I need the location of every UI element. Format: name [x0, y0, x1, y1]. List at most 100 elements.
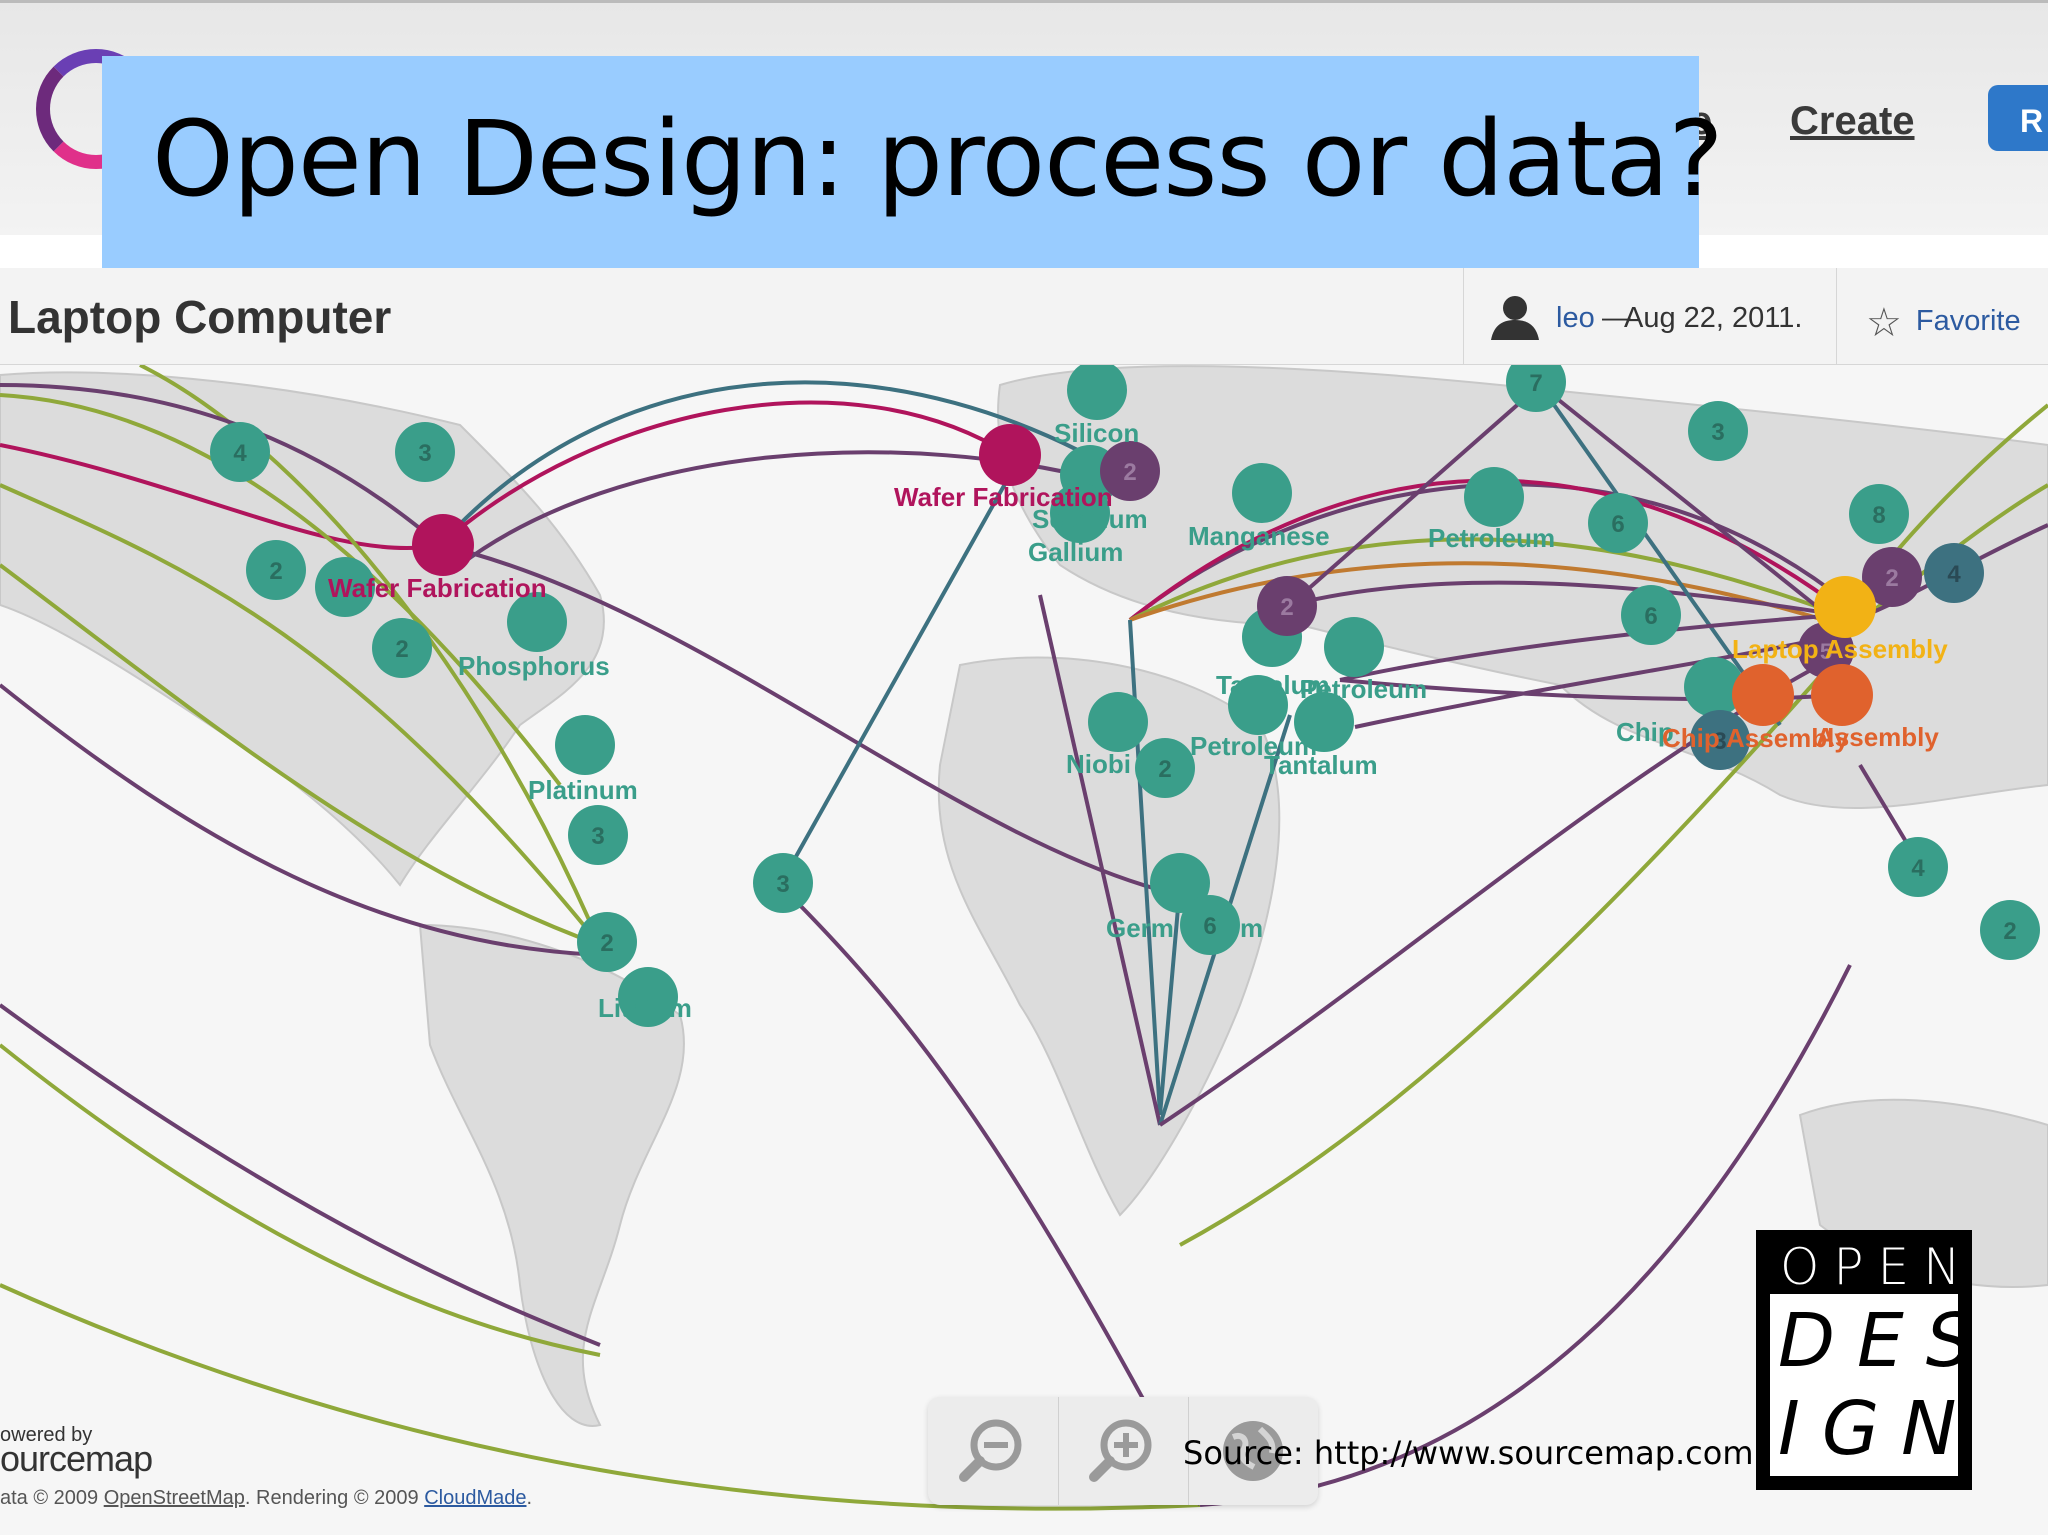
supply-chain-map[interactable]: 4 3 2 2 3 3 2 2 2 2 6 7 3 6 6 8 2 4 5 3 …: [0, 365, 2048, 1535]
route: [1128, 482, 1852, 622]
node-count: 3: [568, 805, 628, 865]
favorite-button[interactable]: ☆ Favorite: [1866, 294, 2021, 345]
svg-text:3: 3: [776, 871, 789, 898]
svg-text:Petroleum: Petroleum: [1300, 674, 1427, 704]
svg-text:6: 6: [1611, 511, 1624, 538]
node-count: 2: [1862, 547, 1922, 607]
logo-word-open: OPEN: [1780, 1238, 1975, 1296]
node-count: 4: [210, 422, 270, 482]
map-attribution: ata © 2009 OpenStreetMap. Rendering © 20…: [0, 1487, 532, 1510]
svg-text:Manganese: Manganese: [1188, 521, 1330, 551]
svg-text:6: 6: [1644, 603, 1657, 630]
svg-text:2: 2: [2003, 918, 2016, 945]
svg-text:2: 2: [269, 558, 282, 585]
route: [1538, 383, 1842, 627]
cloudmade-link[interactable]: CloudMade: [424, 1487, 527, 1509]
node-count: 3: [395, 422, 455, 482]
node-count: 2: [1100, 441, 1160, 501]
route: [778, 474, 1012, 886]
landmass: [0, 365, 2048, 1427]
wafer-node: [412, 514, 474, 576]
zoom-out-icon: [959, 1419, 1022, 1482]
slide-title: Open Design: process or data?: [152, 98, 1724, 220]
star-icon: ☆: [1866, 301, 1902, 345]
svg-text:Platinum: Platinum: [528, 775, 638, 805]
node-count: 2: [1257, 576, 1317, 636]
route: [0, 393, 562, 787]
node-count: 7: [1506, 365, 1566, 412]
map-node: [315, 557, 375, 617]
route: [0, 683, 601, 957]
sourcemap-logo[interactable]: ourcemap: [0, 1438, 153, 1479]
svg-text:Petroleum: Petroleum: [1190, 731, 1317, 761]
map-node: [1050, 483, 1110, 543]
globe-button[interactable]: [1188, 1397, 1318, 1505]
map-node: [1684, 657, 1744, 717]
svg-text:2: 2: [395, 636, 408, 663]
zoom-in-button[interactable]: [1058, 1397, 1189, 1505]
route: [1129, 537, 1841, 622]
route: [1199, 964, 1852, 1507]
nav-link-create[interactable]: Create: [1790, 99, 1915, 143]
map-header: Laptop Computer leo — Aug 22, 2011. ☆Fav…: [0, 268, 2048, 365]
svg-text:Wafer Fabrication: Wafer Fabrication: [894, 482, 1113, 512]
map-controls: [928, 1397, 1318, 1505]
svg-text:5: 5: [1820, 639, 1832, 664]
svg-text:Germ: Germ: [1106, 913, 1174, 943]
map-nodes: [315, 365, 1744, 1027]
author-link[interactable]: leo: [1556, 302, 1595, 334]
page-title: Laptop Computer: [8, 291, 392, 343]
svg-text:4: 4: [1911, 855, 1925, 882]
route: [1339, 613, 1841, 682]
route: [778, 883, 1202, 1506]
chip-assembly-node: [1732, 664, 1794, 726]
svg-text:3: 3: [591, 823, 604, 850]
route: [0, 1043, 601, 1357]
attribution-suffix: .: [526, 1487, 533, 1509]
laptop-assembly-node: [1814, 576, 1876, 638]
nav-primary-button[interactable]: R: [1988, 85, 2048, 151]
route: [1038, 594, 1162, 1126]
map-node: [1464, 467, 1524, 527]
node-count: 2: [372, 618, 432, 678]
svg-text:Wafer Fabrication: Wafer Fabrication: [328, 573, 547, 603]
svg-text:6: 6: [1203, 913, 1216, 940]
osm-link[interactable]: OpenStreetMap: [103, 1487, 245, 1509]
svg-text:2: 2: [1158, 756, 1171, 783]
svg-text:Selenium: Selenium: [1032, 504, 1148, 534]
route: [0, 1003, 601, 1347]
route: [0, 443, 441, 551]
svg-text:2: 2: [1280, 594, 1293, 621]
powered-by-label: owered by: [0, 1424, 93, 1446]
svg-text:4: 4: [1947, 561, 1961, 588]
node-count: 4: [1924, 543, 1984, 603]
numbered-nodes: 4 3 2 2 3 3 2 2 2 2 6 7 3 6 6 8 2 4 5 3 …: [210, 365, 2040, 972]
svg-text:Silicon: Silicon: [1054, 418, 1139, 448]
svg-text:2: 2: [1885, 565, 1898, 592]
route: [439, 543, 1181, 897]
zoom-out-button[interactable]: [928, 1397, 1059, 1505]
svg-text:8: 8: [1872, 502, 1885, 529]
meta-separator: —: [1602, 302, 1631, 334]
route: [1128, 619, 1182, 1116]
svg-text:Assembly: Assembly: [1816, 722, 1939, 752]
user-icon: [1491, 296, 1539, 340]
route: [438, 400, 1012, 547]
zoom-in-icon: [1089, 1419, 1152, 1482]
open-design-logo: OPEN DES IGN: [1756, 1230, 1975, 1490]
chip-assembly-node: [1811, 664, 1873, 726]
route: [438, 380, 1142, 547]
map-node: [1294, 692, 1354, 752]
map-node: [618, 967, 678, 1027]
attribution-middle: . Rendering © 2009: [244, 1487, 425, 1509]
svg-text:2: 2: [1123, 459, 1136, 486]
node-count: 2: [246, 540, 306, 600]
node-count: 2: [1980, 900, 2040, 960]
svg-text:2: 2: [600, 930, 613, 957]
logo-panel: DES IGN: [1770, 1294, 1973, 1476]
favorite-label: Favorite: [1915, 305, 2021, 337]
map-canvas[interactable]: 4 3 2 2 3 3 2 2 2 2 6 7 3 6 6 8 2 4 5 3 …: [0, 365, 2048, 1535]
node-count: 2: [577, 912, 637, 972]
slide-title-banner: Open Design: process or data?: [102, 56, 1724, 269]
svg-text:Chip Assembly: Chip Assembly: [1662, 723, 1849, 753]
